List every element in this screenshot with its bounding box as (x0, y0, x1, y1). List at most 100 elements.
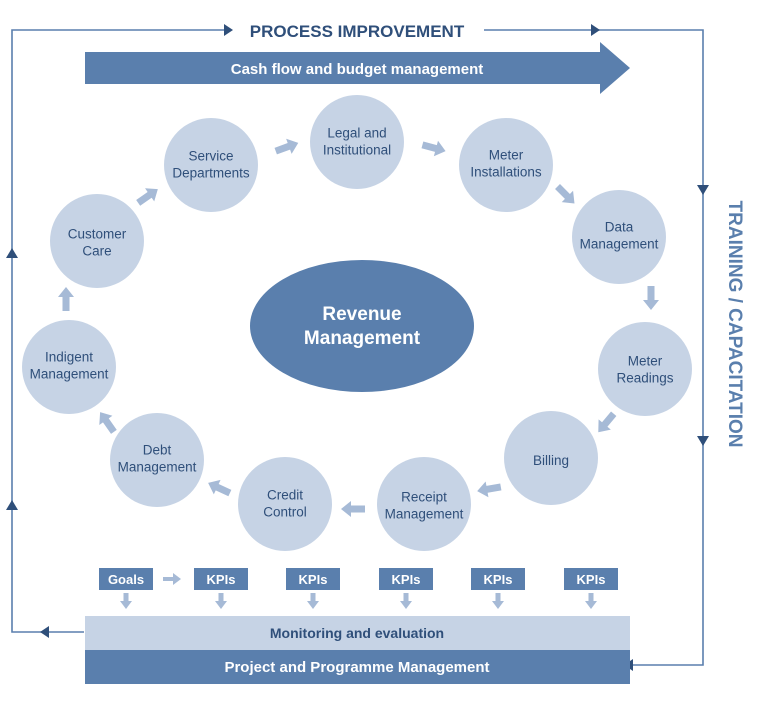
cycle-node-billing: Billing (504, 411, 598, 505)
cycle-node-label: Credit (267, 488, 303, 503)
goals-to-kpi-arrow-icon (163, 573, 181, 585)
kpi-box-rect (286, 568, 340, 590)
kpi-down-arrow-icon (120, 593, 132, 609)
cycle-node-label: Management (118, 460, 197, 475)
kpi-box: KPIs (564, 568, 618, 609)
project-band (85, 650, 630, 684)
cycle-arrow-icon (421, 140, 446, 157)
cycle-node-label: Billing (533, 453, 569, 468)
training-capacitation-label: TRAINING / CAPACITATION (724, 201, 745, 448)
kpi-box: KPIs (379, 568, 433, 609)
cycle-node-circle (238, 457, 332, 551)
cycle-node-circle (377, 457, 471, 551)
kpi-box-rect (194, 568, 248, 590)
cycle-node-label: Meter (628, 354, 663, 369)
kpi-down-arrow-icon (492, 593, 504, 609)
arrowhead-down-icon (697, 185, 709, 195)
kpi-down-arrow-icon (400, 593, 412, 609)
arrowhead-left-icon (40, 626, 49, 638)
cycle-node-circle (504, 411, 598, 505)
kpi-box-label: KPIs (392, 572, 421, 587)
cycle-node-label: Management (30, 367, 109, 382)
cycle-node-label: Readings (616, 371, 673, 386)
cashflow-arrow-shape (85, 42, 630, 94)
project-label: Project and Programme Management (224, 659, 489, 676)
cycle-node-label: Debt (143, 443, 172, 458)
arrowhead-right-icon (591, 24, 600, 36)
kpi-box-rect (564, 568, 618, 590)
cycle-arrow-icon (99, 412, 117, 434)
cycle-arrow-icon (598, 411, 617, 433)
kpi-down-arrow-icon (307, 593, 319, 609)
cycle-node-label: Management (580, 237, 659, 252)
kpi-box-label: KPIs (207, 572, 236, 587)
cycle-node-circle (310, 95, 404, 189)
kpi-box-label: Goals (108, 572, 144, 587)
cycle-node-label: Meter (489, 148, 524, 163)
center-label-line1: Revenue (322, 304, 401, 325)
cycle-node-circle (22, 320, 116, 414)
kpi-box: KPIs (286, 568, 340, 609)
goals-box: Goals (99, 568, 153, 609)
cycle-node-label: Institutional (323, 143, 391, 158)
revenue-management-ellipse (250, 260, 474, 392)
arrowhead-up-icon (6, 248, 18, 258)
kpi-box-rect (99, 568, 153, 590)
cycle-arrow-icon (208, 479, 232, 497)
cycle-node-label: Installations (470, 165, 542, 180)
cycle-node-circle (598, 322, 692, 416)
cycle-node-label: Receipt (401, 490, 447, 505)
kpi-down-arrow-icon (585, 593, 597, 609)
arrowhead-right-icon (224, 24, 233, 36)
cashflow-label: Cash flow and budget management (231, 61, 484, 78)
cycle-node-label: Data (605, 220, 634, 235)
kpi-box-label: KPIs (484, 572, 513, 587)
outer-loop-arrowheads (6, 24, 709, 671)
kpi-box-rect (379, 568, 433, 590)
cycle-node-label: Legal and (327, 126, 386, 141)
cycle-node-label: Customer (68, 227, 127, 242)
cycle-arrow-icon (136, 188, 158, 206)
cycle-node-circle (110, 413, 204, 507)
kpi-box: KPIs (471, 568, 525, 609)
process-improvement-label: PROCESS IMPROVEMENT (250, 22, 465, 41)
kpi-box-label: KPIs (577, 572, 606, 587)
kpi-box: KPIs (194, 568, 248, 609)
arrowhead-up-icon (6, 500, 18, 510)
center-label-line2: Management (304, 328, 421, 349)
cycle-node-label: Care (82, 244, 111, 259)
arrowhead-down-icon (697, 436, 709, 446)
cycle-node-label: Departments (172, 166, 250, 181)
cycle-node-label: Service (188, 149, 233, 164)
cycle-arrow-icon (555, 184, 575, 204)
cycle-arrows (58, 138, 659, 517)
cycle-node-label: Indigent (45, 350, 93, 365)
kpi-box-label: KPIs (299, 572, 328, 587)
cycle-arrow-icon (477, 481, 502, 498)
loop-right-line (596, 29, 704, 666)
kpi-box-rect (471, 568, 525, 590)
cycle-node-label: Management (385, 507, 464, 522)
monitoring-label: Monitoring and evaluation (270, 625, 444, 641)
cycle-arrow-icon (341, 501, 365, 517)
cycle-arrow-icon (58, 287, 74, 311)
cycle-arrow-icon (643, 286, 659, 310)
cycle-arrow-icon (274, 138, 299, 155)
kpi-down-arrow-icon (215, 593, 227, 609)
cycle-node-circle (572, 190, 666, 284)
cycle-node-label: Control (263, 505, 307, 520)
cycle-node-circle (164, 118, 258, 212)
monitoring-band (85, 616, 630, 650)
